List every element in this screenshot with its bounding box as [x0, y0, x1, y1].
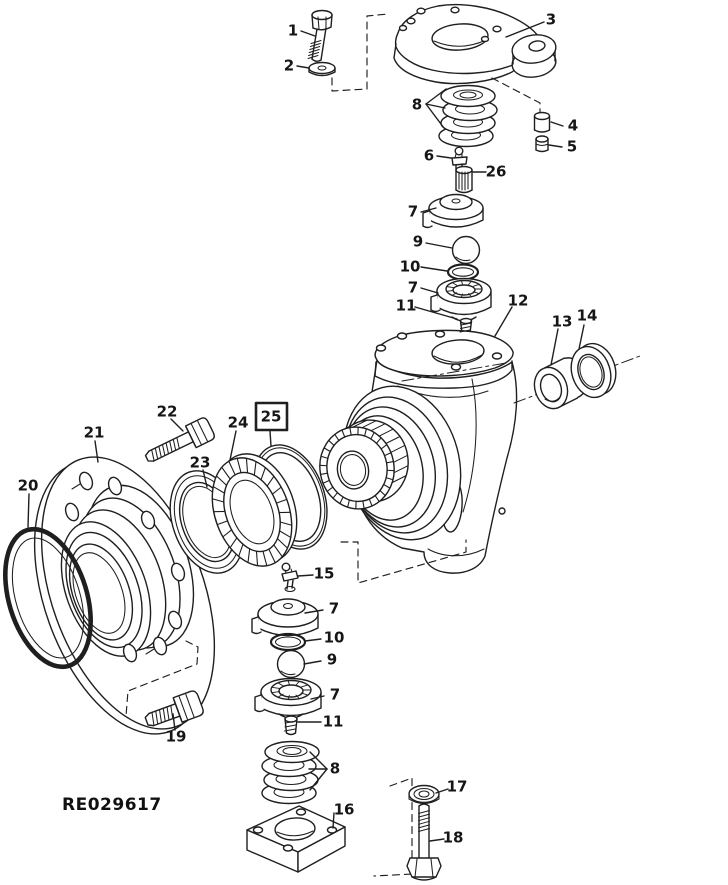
callout-7-lower-bearing: 7: [329, 685, 341, 704]
dashed-connector-arm-to-pin: [491, 77, 541, 113]
callout-12: 12: [507, 291, 529, 310]
part-7-bearing-lower: [254, 677, 322, 719]
part-22-bolt: [144, 417, 215, 462]
part-8-spring-stack-bottom: [261, 740, 320, 805]
part-19-bolt: [144, 690, 204, 727]
callout-1: 1: [287, 21, 299, 40]
callout-11-upper-screw: 11: [395, 296, 417, 315]
part-7-cap-lower: [251, 598, 319, 637]
dashed-connector-knuckle-lower: [340, 539, 467, 584]
callout-17: 17: [446, 777, 468, 796]
callout-11-lower-screw: 11: [322, 712, 344, 731]
part-14-seal-ring: [570, 342, 617, 399]
part-7-bearing-upper: [430, 277, 492, 322]
callout-23: 23: [189, 453, 211, 472]
highlight-box-25: [254, 401, 289, 432]
callout-10-lower-oring: 10: [323, 628, 345, 647]
callout-7-upper-bearing: 7: [407, 278, 419, 297]
callout-20: 20: [17, 476, 39, 495]
part-11-screw-lower: [284, 715, 298, 736]
part-10-oring-upper: [446, 263, 480, 281]
drawing-number: RE029617: [62, 795, 162, 815]
part-5-pin: [535, 135, 549, 153]
callout-19: 19: [165, 727, 187, 746]
part-7-cap-upper: [422, 193, 484, 229]
callout-4: 4: [567, 116, 579, 135]
callout-7-lower-cap: 7: [328, 599, 340, 618]
callout-10-upper-oring: 10: [399, 257, 421, 276]
callout-3: 3: [545, 10, 557, 29]
part-4-bushing: [533, 111, 551, 133]
callout-16: 16: [333, 800, 355, 819]
callout-24: 24: [227, 413, 249, 432]
callout-5: 5: [566, 137, 578, 156]
dashed-connector-bolt1-to-arm: [331, 13, 389, 92]
dashed-connector-cap16-bolt18: [373, 777, 413, 877]
callout-13: 13: [551, 312, 573, 331]
part-2-washer: [308, 61, 336, 77]
part-16-cap-plate: [246, 805, 346, 873]
callout-21: 21: [83, 423, 105, 442]
callout-2: 2: [283, 56, 295, 75]
callout-7-upper-cap: 7: [407, 202, 419, 221]
part-9-ball-lower: [276, 649, 306, 679]
callout-9-upper-ball: 9: [412, 232, 424, 251]
callout-18: 18: [442, 828, 464, 847]
part-26-adapter: [455, 165, 473, 194]
callout-25-highlighted: 25: [260, 407, 282, 426]
part-10-oring-lower: [269, 632, 307, 652]
part-20-oring: [3, 526, 93, 670]
part-9-ball-upper: [451, 235, 481, 265]
leader-lines: [27, 21, 585, 842]
part-8-spring-stack-top: [438, 84, 498, 148]
part-17-washer: [408, 784, 440, 805]
callout-26: 26: [485, 162, 507, 181]
callout-8-top: 8: [411, 95, 423, 114]
generated-detail: [211, 40, 482, 832]
callout-8-bottom: 8: [329, 759, 341, 778]
part-15-grease-fitting: [281, 562, 299, 593]
callout-6: 6: [423, 146, 435, 165]
callout-15: 15: [313, 564, 335, 583]
callout-14: 14: [576, 306, 598, 325]
part-21-hub: [33, 456, 216, 735]
callout-22: 22: [156, 402, 178, 421]
part-3-steering-arm: [393, 3, 557, 85]
dashed-connector-hub-bolt19: [125, 640, 199, 717]
callout-9-lower-ball: 9: [326, 650, 338, 669]
part-18-bolt: [406, 803, 442, 881]
part-24-bearing: [211, 453, 298, 567]
part-12-knuckle: [319, 329, 518, 574]
